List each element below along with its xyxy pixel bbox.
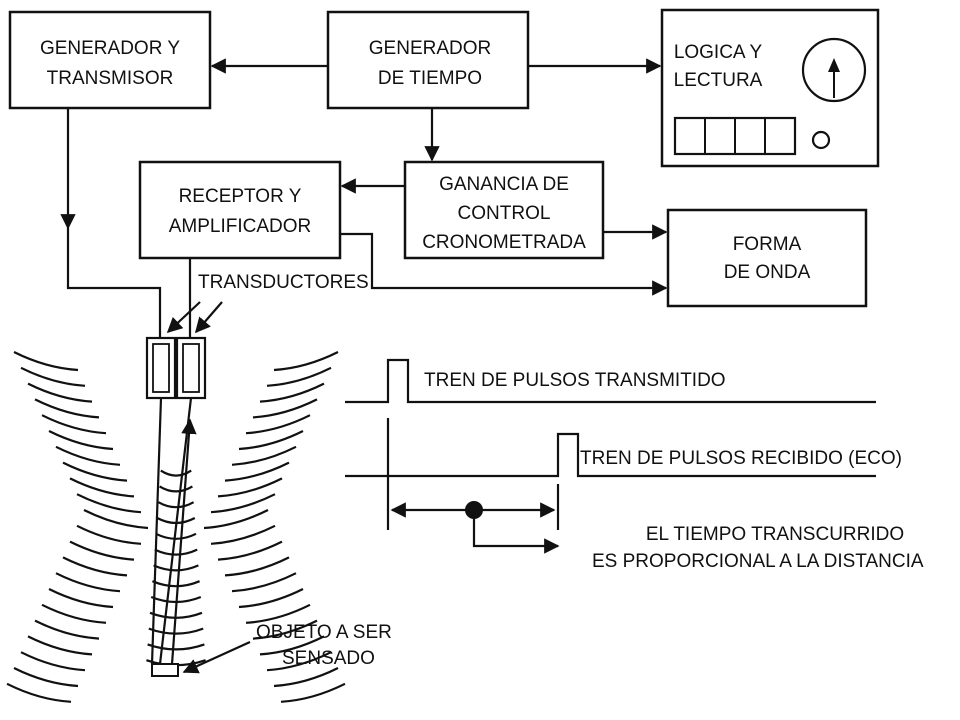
label-objeto-line1: OBJETO A SER [256,622,392,643]
sound-wave-arc [245,414,311,435]
sound-wave-arc [203,509,269,530]
sensed-object [151,663,179,677]
block-generador-transmisor-line2: TRANSMISOR [47,68,174,89]
sound-wave-arc [41,414,107,435]
block-generador-transmisor-line1: GENERADOR Y [40,38,180,59]
sound-wave-arc [6,682,72,703]
sound-wave-arc [48,588,114,609]
sound-wave-arc [280,682,346,703]
echo-wave-arc [159,485,193,493]
block-forma-onda-line2: DE ONDA [724,262,811,283]
block-generador-tiempo-line1: GENERADOR [369,38,491,59]
sound-wave-arc [238,430,304,451]
echo-wave-arc [157,501,195,509]
sound-wave-arc [210,524,276,545]
indicator-light-icon [811,130,831,150]
block-logica-lectura: LOGICA Y LECTURA [660,8,880,168]
sound-wave-arc [266,651,332,672]
sound-wave-arc [48,430,114,451]
transducers [145,336,207,400]
echo-wave-arc [160,469,192,477]
block-logica-lectura-line1: LOGICA Y [674,42,763,63]
block-generador-tiempo: GENERADOR DE TIEMPO [326,10,530,110]
sound-wave-arc [69,540,135,561]
sound-wave-arc [55,572,121,593]
sound-wave-arc [83,509,149,530]
sound-wave-arc [20,366,86,387]
beam-lines [150,397,197,665]
sound-wave-arc [252,619,318,640]
sound-wave-arc [27,382,93,403]
sound-wave-arc [62,556,128,577]
sound-wave-arc [62,461,128,482]
block-receptor-line2: AMPLIFICADOR [169,216,312,237]
sound-wave-arc [27,635,93,656]
block-forma-onda-line1: FORMA [733,234,802,255]
echo-wave-arc [155,532,197,540]
sound-wave-arc [266,366,332,387]
sound-wave-arc [217,477,283,498]
block-ganancia-control: GANANCIA DE CONTROL CRONOMETRADA [403,160,605,260]
connections [60,58,668,340]
block-generador-tiempo-line2: DE TIEMPO [378,68,482,89]
block-generador-transmisor: GENERADOR Y TRANSMISOR [8,10,212,110]
analog-meter-icon [801,37,867,103]
echo-wave-arc [153,564,199,572]
sound-wave-arc [259,382,325,403]
elapsed-time-indicator [386,418,560,554]
block-receptor-amplificador: RECEPTOR Y AMPLIFICADOR [138,160,342,260]
sound-wave-arc [69,477,135,498]
label-tren-transmitido: TREN DE PULSOS TRANSMITIDO [424,370,726,391]
echo-wave-arc [154,548,198,556]
echo-wave-arc [147,643,205,651]
sound-wave-arc [76,524,142,545]
sound-wave-arc [252,398,318,419]
sound-wave-arc [41,603,107,624]
label-tren-recibido: TREN DE PULSOS RECIBIDO (ECO) [580,448,902,469]
sound-wave-arc [224,556,290,577]
transducer-receiver [175,336,207,400]
sound-wave-arc [238,588,304,609]
sound-wave-arc [273,351,339,372]
pointer-transductor-left [166,301,201,334]
sound-wave-arc [210,493,276,514]
sound-wave-arc [34,398,100,419]
label-objeto-line2: SENSADO [282,648,375,669]
pointer-objeto [182,640,251,674]
block-ganancia-line1: GANANCIA DE [439,174,569,195]
digital-display-icon [673,116,797,156]
echo-wave-arc [148,627,204,635]
sound-wave-arc [273,667,339,688]
sound-wave-arc [231,572,297,593]
sound-wave-arc [55,445,121,466]
sound-wave-arc [20,651,86,672]
arrow-receptor-to-forma [340,232,668,296]
label-transductores: TRANSDUCTORES [198,272,369,293]
pulse-train-transmitted [345,358,876,404]
sound-wave-arc [76,493,142,514]
pointer-transductor-right [194,301,223,334]
sound-wave-arc [259,635,325,656]
sound-wave-arc [224,461,290,482]
sound-wave-arc [231,445,297,466]
label-tiempo-line2: ES PROPORCIONAL A LA DISTANCIA [592,551,924,572]
echo-wave-arc [151,580,201,588]
block-receptor-line1: RECEPTOR Y [179,186,302,207]
sound-wave-arc [13,667,79,688]
transducer-transmitter [145,336,177,400]
sound-wave-arc [13,351,79,372]
block-logica-lectura-line2: LECTURA [674,70,763,91]
sound-wave-arc [34,619,100,640]
wire-transmisor-to-transducer [66,228,162,340]
block-ganancia-line3: CRONOMETRADA [422,232,586,253]
label-tiempo-line1: EL TIEMPO TRANSCURRIDO [646,524,904,545]
pulse-train-received [345,432,876,478]
block-forma-onda: FORMA DE ONDA [666,208,868,308]
sound-wave-arc [245,603,311,624]
sound-wave-arc [217,540,283,561]
block-ganancia-line2: CONTROL [458,203,551,224]
